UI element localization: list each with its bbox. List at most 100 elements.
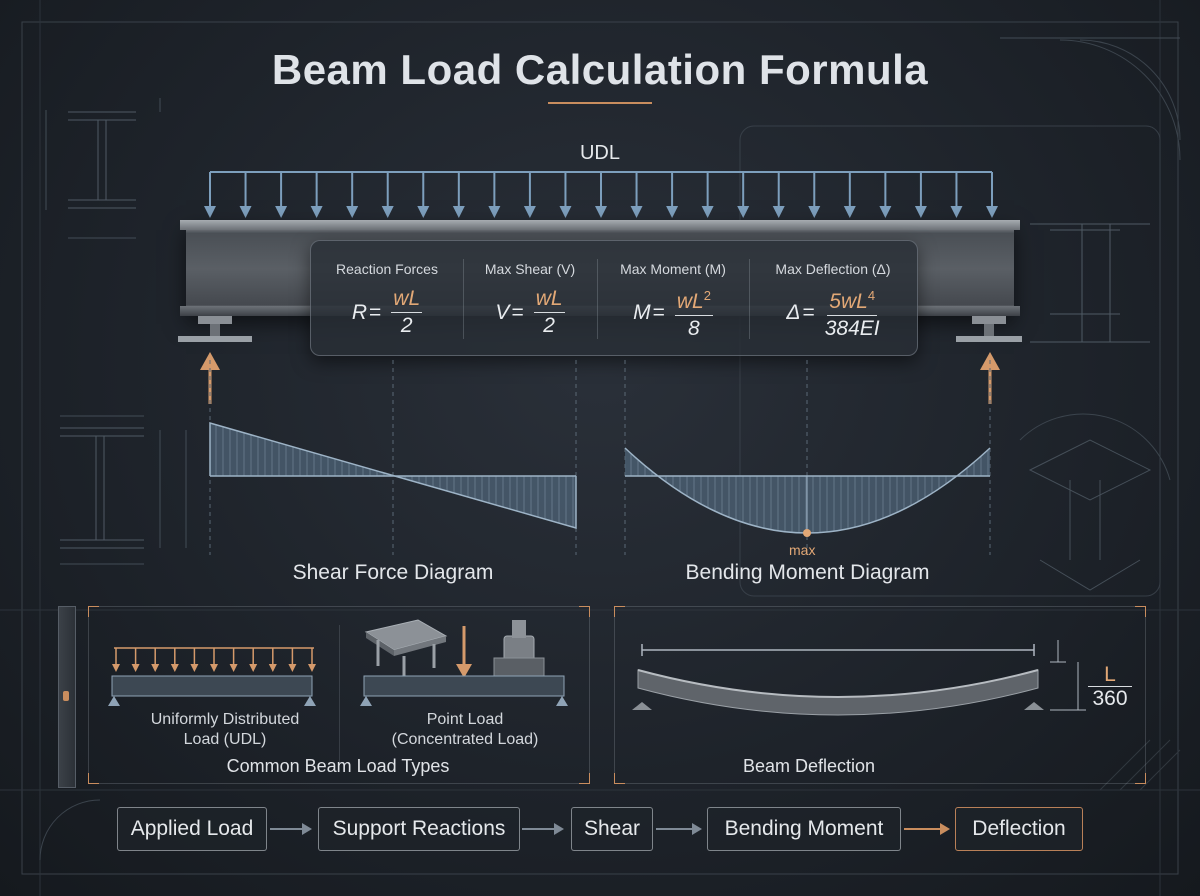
point-load-example xyxy=(360,619,568,706)
page-title: Beam Load Calculation Formula xyxy=(271,46,929,93)
deflection-limit-denominator: 360 xyxy=(1092,687,1128,710)
load-types-caption: Common Beam Load Types xyxy=(226,756,450,776)
udl-arrowhead xyxy=(452,206,465,218)
udl-arrowhead xyxy=(381,206,394,218)
ruler-graphic xyxy=(58,606,76,788)
point-load-line-1: Point Load xyxy=(426,711,504,728)
udl-arrowhead xyxy=(879,206,892,218)
formula-numerator: wL xyxy=(535,287,563,310)
mini-udl-arrowhead xyxy=(170,664,179,672)
udl-label: UDL xyxy=(579,142,620,164)
formula-denominator: 2 xyxy=(400,314,413,337)
udl-type-line-1: Uniformly Distributed xyxy=(150,711,300,728)
formula-numerator: wL xyxy=(393,287,421,310)
deflection-limit-numerator: L xyxy=(1088,664,1132,687)
flow-arrow xyxy=(904,823,950,835)
title-underline xyxy=(548,102,652,104)
mini-udl-arrowhead xyxy=(210,664,218,672)
udl-arrowhead xyxy=(950,206,963,218)
load-types-drawings xyxy=(108,619,568,706)
deflection-panel xyxy=(614,606,1146,784)
formula-lhs: R xyxy=(351,301,368,324)
udl-arrowhead xyxy=(808,206,821,218)
udl-arrowhead xyxy=(630,206,643,218)
udl-arrowhead xyxy=(914,206,927,218)
udl-example xyxy=(108,647,316,706)
udl-arrowhead xyxy=(843,206,856,218)
mini-udl-arrowhead xyxy=(190,664,199,672)
flow-step-bending-moment: Bending Moment xyxy=(707,807,901,851)
mini-udl-arrowhead xyxy=(288,664,297,672)
udl-type-label: Uniformly Distributed Load (UDL) xyxy=(100,710,350,750)
mini-udl-arrowhead xyxy=(112,664,120,672)
formula-divider xyxy=(463,259,464,339)
formula-lhs: M xyxy=(633,301,651,324)
flow-step-shear: Shear xyxy=(571,807,653,851)
udl-arrowhead xyxy=(417,206,430,218)
formula-divider xyxy=(597,259,598,339)
udl-arrowhead xyxy=(595,206,607,218)
flow-arrow xyxy=(270,823,312,835)
udl-arrowhead xyxy=(523,206,536,218)
flow-arrow xyxy=(656,823,702,835)
flow-step-support-reactions: Support Reactions xyxy=(318,807,520,851)
deflection-limit: L 360 xyxy=(1088,664,1132,711)
shear-force-diagram xyxy=(209,422,577,529)
formula-label: Max Moment (M) xyxy=(620,261,726,277)
formula-numerator: wL xyxy=(676,290,704,313)
udl-arrowhead xyxy=(346,206,359,218)
udl-type-line-2: Load (UDL) xyxy=(183,731,267,748)
deflection-drawing xyxy=(632,640,1086,716)
shear-diagram-caption: Shear Force Diagram xyxy=(292,561,494,584)
formula-label: Reaction Forces xyxy=(336,261,438,277)
udl-arrowhead xyxy=(310,206,323,218)
mini-udl-arrowhead xyxy=(131,664,140,672)
mini-udl-arrowhead xyxy=(249,664,258,672)
udl-arrowhead xyxy=(204,206,216,218)
bending-moment-diagram xyxy=(624,447,991,537)
right-support xyxy=(956,316,1022,342)
point-load-type-label: Point Load (Concentrated Load) xyxy=(340,710,590,750)
formula-label: Max Shear (V) xyxy=(484,261,576,277)
udl-arrowhead xyxy=(986,206,998,218)
moment-diagram-caption: Bending Moment Diagram xyxy=(685,561,930,584)
formula-denominator: 2 xyxy=(543,314,555,337)
supports-and-reactions xyxy=(178,316,1022,404)
formula-exponent: 2 xyxy=(703,288,711,303)
formula-lhs: Δ xyxy=(786,301,801,324)
formula-denominator: 8 xyxy=(688,317,700,340)
deflection-caption: Beam Deflection xyxy=(742,756,876,776)
flow-arrow xyxy=(522,823,564,835)
formula-exponent: 4 xyxy=(867,288,876,303)
udl-arrowhead xyxy=(239,206,252,218)
max-moment-label: max xyxy=(789,542,816,558)
mini-udl-arrowhead xyxy=(151,664,160,672)
udl-arrowhead xyxy=(275,206,288,218)
mini-udl-arrowhead xyxy=(268,664,277,672)
udl-arrowhead xyxy=(737,206,750,218)
mini-udl-arrowhead xyxy=(308,664,316,672)
flow-step-applied-load: Applied Load xyxy=(117,807,267,851)
udl-load-arrows xyxy=(204,171,998,218)
formula-denominator: 384EI xyxy=(824,317,880,340)
udl-arrowhead xyxy=(772,206,785,218)
udl-arrowhead xyxy=(488,206,501,218)
ruler-marker xyxy=(63,691,69,701)
left-support xyxy=(178,316,252,342)
formula-divider xyxy=(749,259,750,339)
udl-arrowhead xyxy=(559,206,572,218)
udl-arrowhead xyxy=(701,206,714,218)
formula-lhs: V xyxy=(495,301,510,324)
beam-top-flange xyxy=(180,220,1020,230)
mini-udl-arrowhead xyxy=(229,664,238,672)
force-diagrams xyxy=(209,360,991,555)
udl-arrowhead xyxy=(666,206,679,218)
load-types-panel xyxy=(88,606,590,784)
point-load-line-2: (Concentrated Load) xyxy=(391,731,539,748)
